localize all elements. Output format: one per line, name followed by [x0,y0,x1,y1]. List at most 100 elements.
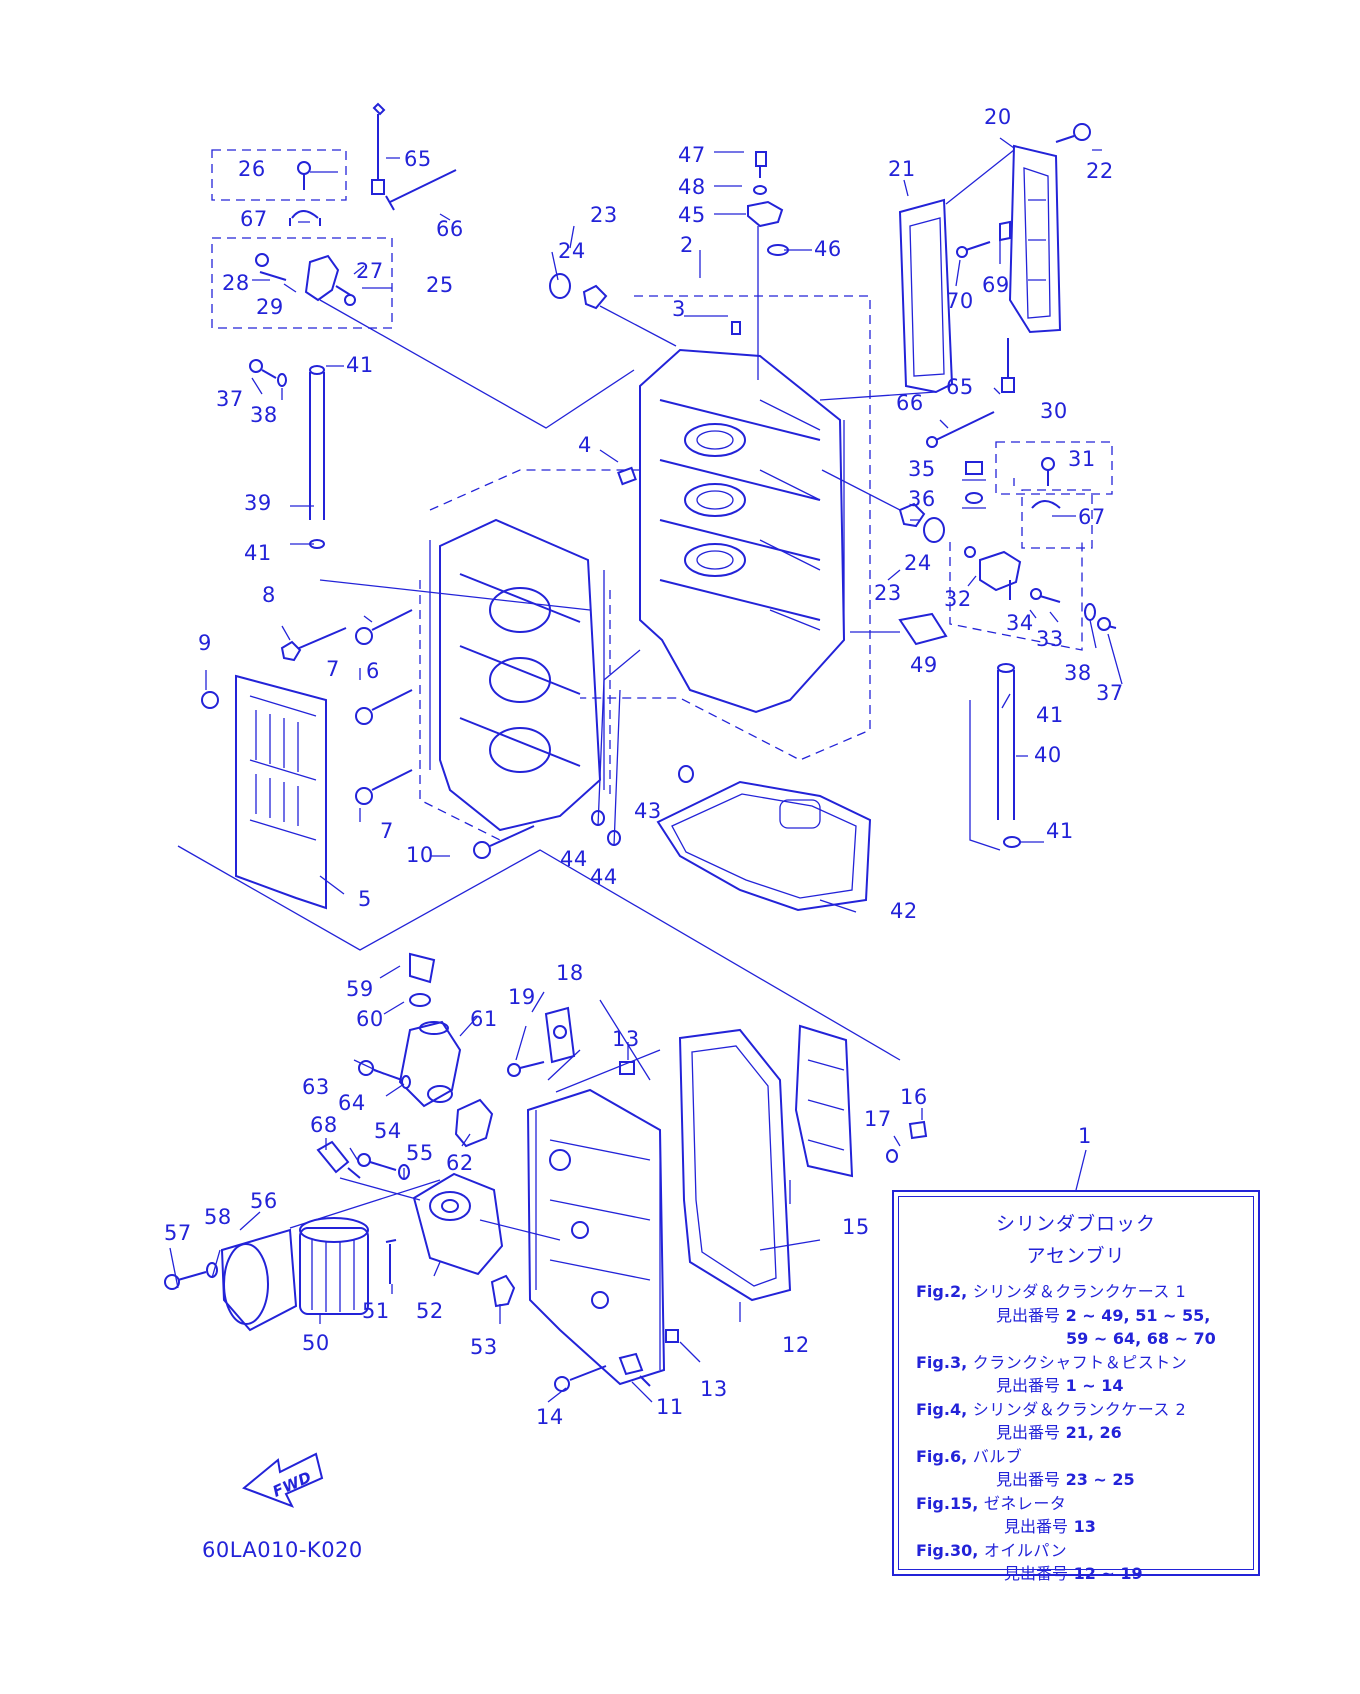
cylinder-block [549,151,871,761]
legend-fig-ref: Fig.30, [916,1540,979,1560]
legend-part-name: オイルパン [983,1540,1068,1560]
legend-part-name: バルブ [972,1446,1023,1466]
callout-38a: 38 [250,403,278,427]
callout-labels: 1 2 3 4 5 6 7 7 8 9 10 11 12 13 13 14 15… [164,105,1124,1429]
legend-part-name: ゼネレータ [983,1493,1067,1513]
callout-41b: 41 [244,541,272,565]
legend-refs: 2 ~ 49, 51 ~ 55, [1065,1305,1211,1325]
legend-part-name: クランクシャフト＆ピストン [972,1352,1188,1372]
callout-20: 20 [984,105,1012,129]
legend-fig-ref: Fig.3, [916,1352,968,1372]
callout-7a: 7 [326,657,340,681]
forward-arrow: FWD [242,1452,324,1508]
callout-23b: 23 [874,581,902,605]
legend-ref-label: 見出番号 [996,1305,1061,1325]
callout-8: 8 [262,583,276,607]
callout-46: 46 [814,237,842,261]
callout-37b: 37 [1096,681,1124,705]
callout-69: 69 [982,273,1010,297]
legend-refs: 1 ~ 14 [1065,1376,1124,1395]
callout-43: 43 [634,799,662,823]
callout-54: 54 [374,1119,402,1143]
callout-25: 25 [426,273,454,297]
legend-part-name: シリンダ＆クランクケース 1 [972,1282,1187,1301]
cover-plate [177,670,901,1061]
callout-22: 22 [1086,159,1114,183]
callout-26: 26 [238,157,266,181]
callout-41d: 41 [1046,819,1074,843]
legend-entry: Fig.30, オイルパン 見出番号 12 ~ 19 [908,1539,1244,1586]
callout-27: 27 [356,259,384,283]
callout-41a: 41 [346,353,374,377]
callout-9: 9 [198,631,212,655]
callout-39: 39 [244,491,272,515]
callout-32: 32 [944,587,972,611]
callout-45: 45 [678,203,706,227]
top-left-sensor-assembly [211,102,635,611]
legend-list: Fig.2, シリンダ＆クランクケース 1 見出番号 2 ~ 49, 51 ~ … [908,1280,1244,1586]
callout-65a: 65 [404,147,432,171]
callout-3: 3 [672,297,686,321]
callout-12: 12 [782,1333,810,1357]
callout-4: 4 [578,433,592,457]
callout-66a: 66 [436,217,464,241]
callout-24a: 24 [558,239,586,263]
fwd-label: FWD [270,1468,315,1501]
legend-fig-ref: Fig.6, [916,1446,968,1466]
legend-entry: Fig.2, シリンダ＆クランクケース 1 見出番号 2 ~ 49, 51 ~ … [908,1280,1244,1351]
legend-refs: 21, 26 [1065,1423,1122,1442]
callout-57: 57 [164,1221,192,1245]
callout-62: 62 [446,1151,474,1175]
callout-13b: 13 [700,1377,728,1401]
callout-44b: 44 [590,865,618,889]
legend-refs: 12 ~ 19 [1073,1564,1143,1583]
callout-36: 36 [908,487,936,511]
callout-6: 6 [366,659,380,683]
callout-15: 15 [842,1215,870,1239]
callout-24b: 24 [904,551,932,575]
legend-refs: 23 ~ 25 [1065,1470,1135,1489]
lower-assembly [164,952,1087,1403]
callout-35: 35 [908,457,936,481]
legend-ref-label: 見出番号 [1004,1517,1069,1536]
callout-63: 63 [302,1075,330,1099]
callout-47: 47 [678,143,706,167]
callout-16: 16 [900,1085,928,1109]
callout-28: 28 [222,271,250,295]
legend-refs-more: 59 ~ 64, 68 ~ 70 [1066,1329,1216,1348]
callout-33: 33 [1036,627,1064,651]
callout-18: 18 [556,961,584,985]
callout-1: 1 [1078,1124,1092,1148]
callout-67b: 67 [1078,505,1106,529]
callout-50: 50 [302,1331,330,1355]
gasket [656,780,872,913]
callout-2: 2 [680,233,694,257]
legend-title-line2: アセンブリ [1026,1245,1126,1267]
callout-30: 30 [1040,399,1068,423]
legend-entry: Fig.3, クランクシャフト＆ピストン 見出番号 1 ~ 14 [908,1351,1244,1398]
callout-31: 31 [1068,447,1096,471]
legend-ref-label: 見出番号 [996,1423,1061,1442]
callout-68: 68 [310,1113,338,1137]
legend-box: シリンダブロック アセンブリ Fig.2, シリンダ＆クランクケース 1 見出番… [892,1190,1260,1583]
legend-entry: Fig.6, バルブ 見出番号 23 ~ 25 [908,1445,1244,1492]
legend-fig-ref: Fig.15, [916,1493,979,1513]
callout-34: 34 [1006,611,1034,635]
right-side-assembly [819,123,1123,851]
callout-67a: 67 [240,207,268,231]
callout-51: 51 [362,1299,390,1323]
legend-ref-label: 見出番号 [1004,1564,1069,1583]
callout-66b: 66 [896,391,924,415]
callout-21: 21 [888,157,916,181]
legend-part-name: シリンダ＆クランクケース 2 [972,1399,1187,1419]
legend-title-line1: シリンダブロック [995,1213,1156,1235]
diagram-code: 60LA010-K020 [202,1538,363,1562]
legend-ref-label: 見出番号 [996,1376,1061,1395]
callout-23a: 23 [590,203,618,227]
callout-44a: 44 [560,847,588,871]
callout-10: 10 [406,843,434,867]
callout-40: 40 [1034,743,1062,767]
callout-14: 14 [536,1405,564,1429]
callout-59: 59 [346,977,374,1001]
